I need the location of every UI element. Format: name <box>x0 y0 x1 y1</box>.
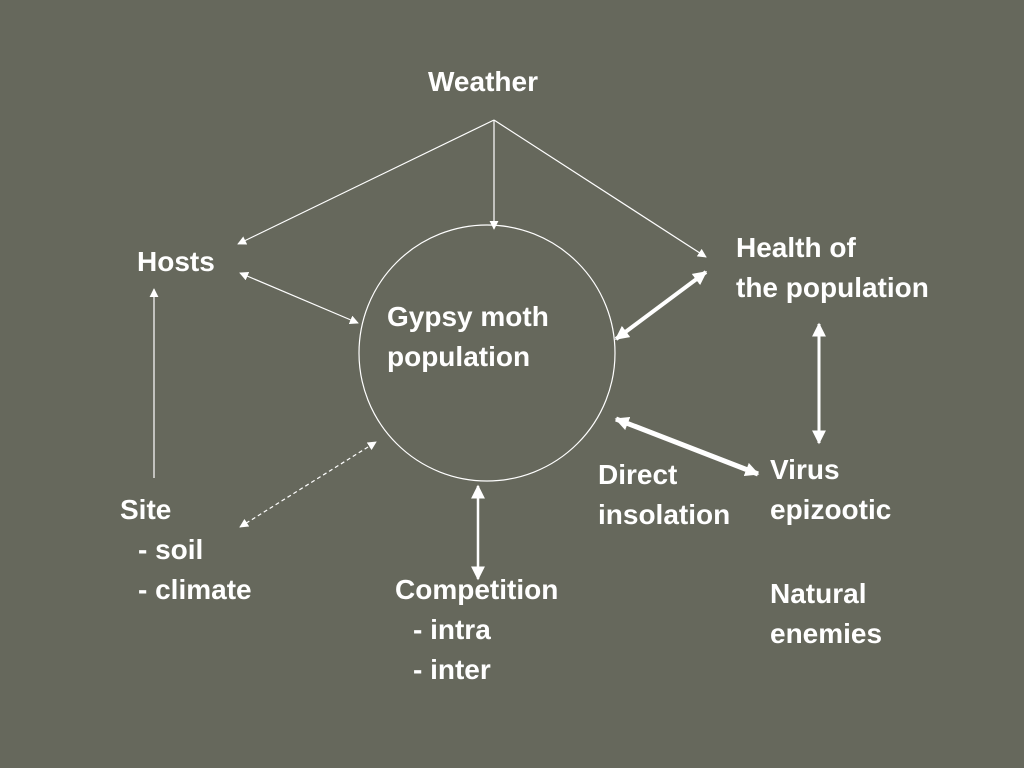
direct-insolation-line-1: Direct <box>598 459 678 490</box>
weather-label: Weather <box>428 62 538 102</box>
virus-label: Virus epizootic <box>770 450 891 530</box>
site-item-soil: - soil <box>138 534 204 565</box>
virus-line-2: epizootic <box>770 494 892 525</box>
site-title: Site <box>120 494 172 525</box>
arrow-weather-to-hosts <box>237 119 495 245</box>
competition-item-inter: - inter <box>413 654 491 685</box>
virus-line-1: Virus <box>770 454 840 485</box>
natural-enemies-line-2: enemies <box>770 618 883 649</box>
hosts-label: Hosts <box>137 242 215 282</box>
hosts-text: Hosts <box>137 246 215 277</box>
site-item-climate: - climate <box>138 574 252 605</box>
center-line-2: population <box>387 341 531 372</box>
natural-enemies-line-1: Natural <box>770 578 867 609</box>
center-line-1: Gypsy moth <box>387 301 549 332</box>
arrow-hosts-population <box>239 272 359 324</box>
direct-insolation-label: Direct insolation <box>598 455 730 535</box>
natural-enemies-label: Natural enemies <box>770 574 882 654</box>
population-circle <box>358 224 616 482</box>
health-label: Health of the population <box>736 228 929 308</box>
arrow-health-population <box>614 270 708 341</box>
arrow-weather-to-health <box>493 119 707 258</box>
health-line-2: the population <box>736 272 929 303</box>
weather-text: Weather <box>428 66 538 97</box>
arrow-site-population-dashed <box>239 441 377 528</box>
competition-title: Competition <box>395 574 559 605</box>
competition-item-intra: - intra <box>413 614 491 645</box>
site-label: Site - soil - climate <box>120 490 252 610</box>
direct-insolation-line-2: insolation <box>598 499 731 530</box>
health-line-1: Health of <box>736 232 856 263</box>
arrow-virus-population <box>614 416 760 477</box>
center-label: Gypsy moth population <box>387 297 549 377</box>
competition-label: Competition - intra - inter <box>395 570 558 690</box>
